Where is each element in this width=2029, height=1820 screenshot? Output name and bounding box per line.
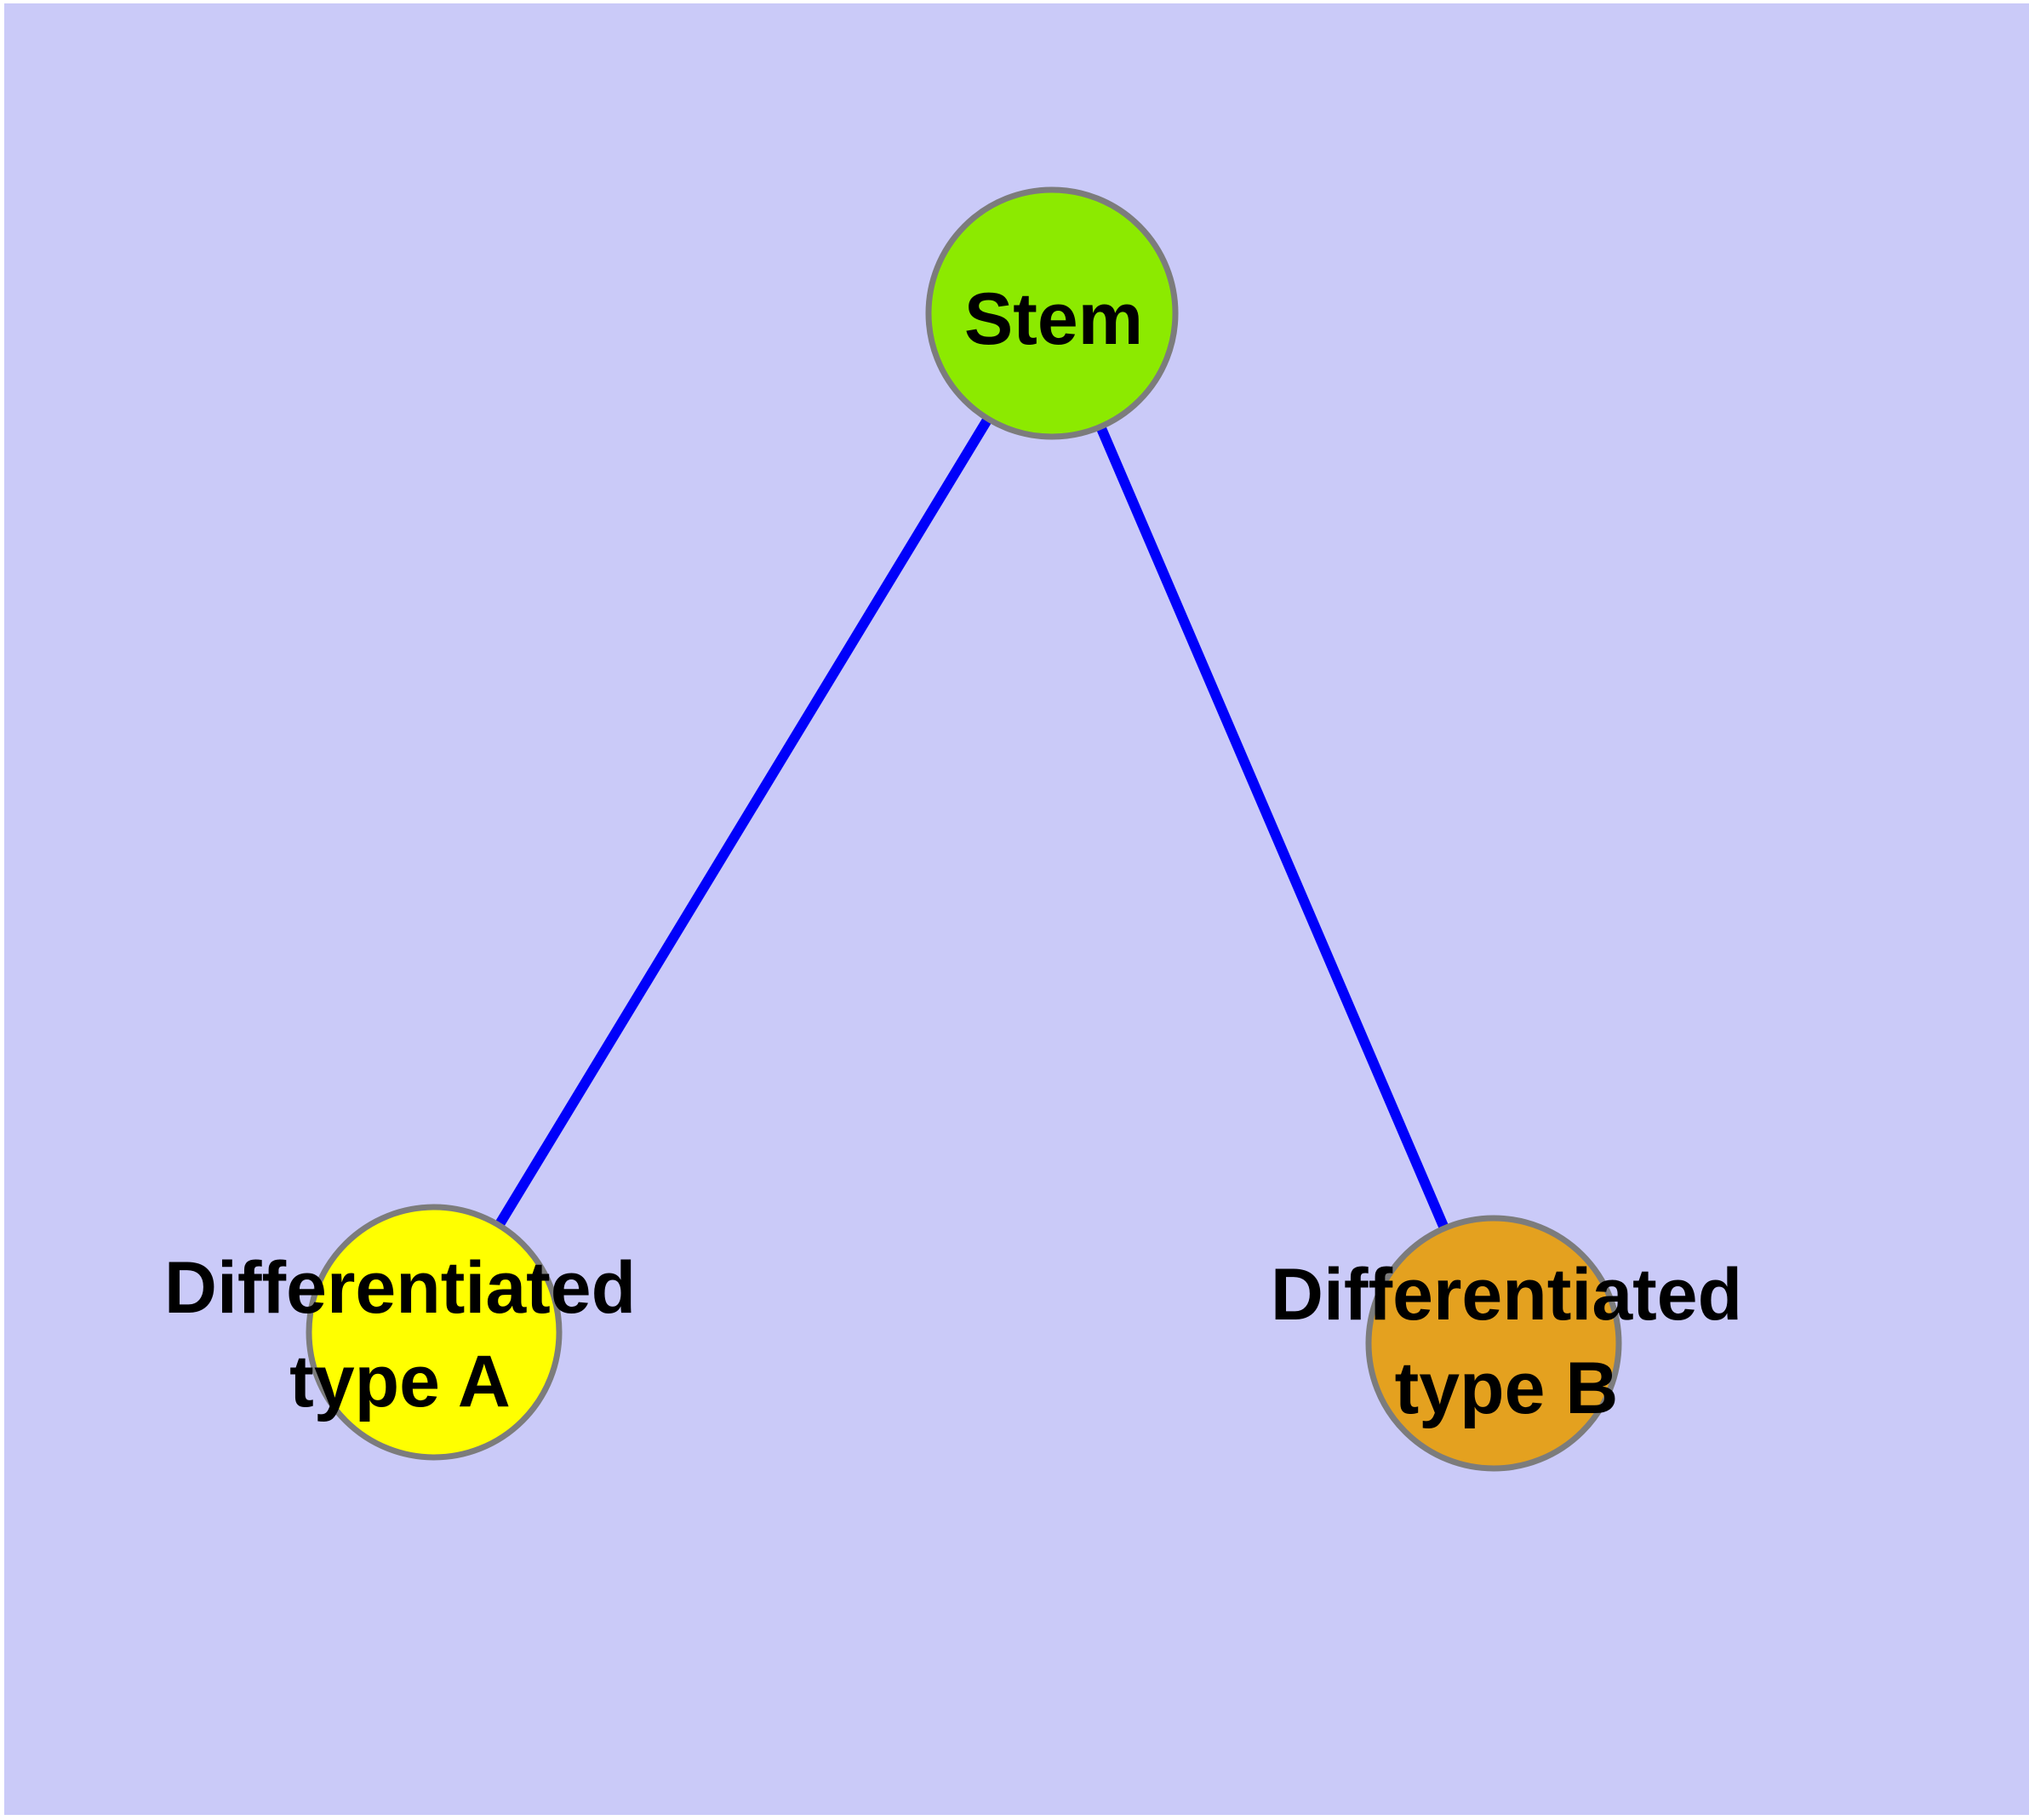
node-differentiated-type-b-label-line1: Differentiated bbox=[1270, 1254, 1743, 1336]
node-differentiated-type-b-label-line2: type B bbox=[1394, 1348, 1619, 1429]
node-stem bbox=[925, 186, 1179, 440]
node-differentiated-type-a-label-line2: type A bbox=[289, 1341, 511, 1422]
node-stem-label-text: Stem bbox=[963, 278, 1144, 360]
node-differentiated-type-a-label-line1: Differentiated bbox=[163, 1247, 637, 1329]
edge-stem-to-type-a bbox=[429, 310, 1057, 1336]
node-differentiated-type-a-label: Differentiated type A bbox=[164, 1241, 636, 1428]
node-stem-label: Stem bbox=[964, 272, 1143, 366]
node-differentiated-type-a bbox=[306, 1204, 563, 1461]
edge-stem-to-type-b bbox=[1047, 311, 1499, 1346]
node-differentiated-type-b bbox=[1365, 1215, 1622, 1472]
node-differentiated-type-b-label: Differentiated type B bbox=[1271, 1248, 1742, 1435]
